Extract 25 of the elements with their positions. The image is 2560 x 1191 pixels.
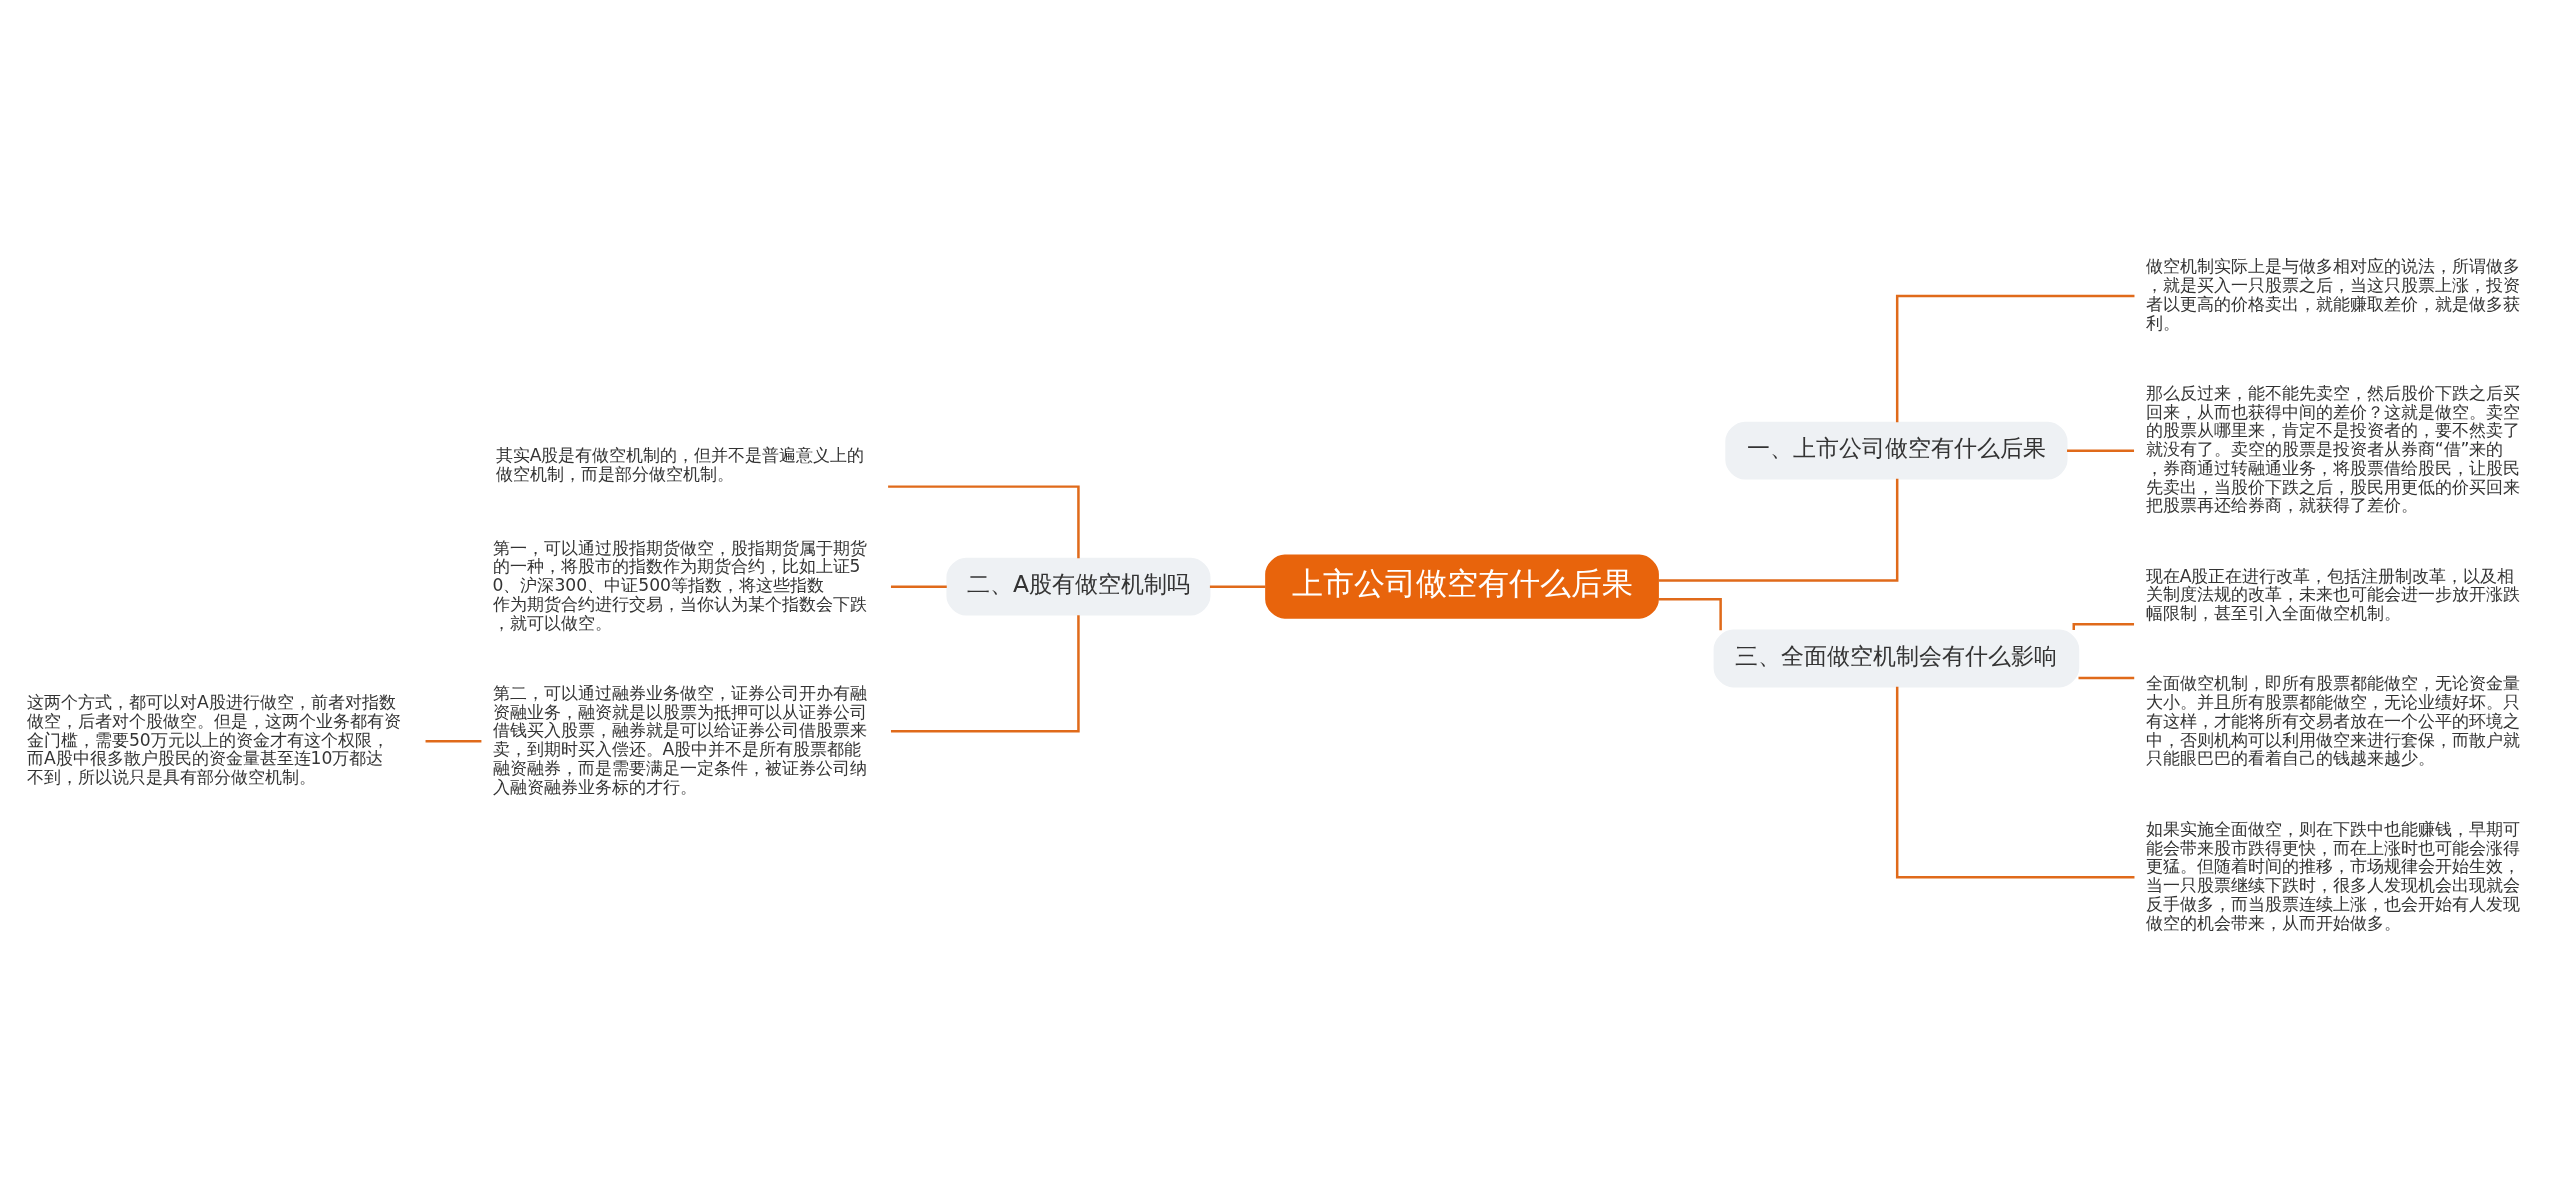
connector bbox=[2078, 676, 2135, 679]
node-box: 上市公司做空有什么后果 bbox=[1265, 554, 1659, 619]
connector bbox=[1658, 597, 1722, 630]
node-text: 那么反过来，能不能先卖空，然后股价下跌之后买回来，从而也获得中间的差价？这就是做空。卖空的股票从哪里来，肯定不是投资者的，要不然卖了就没有了。卖空的股票是投资者从券商“借”来的，券商通过转融通业务，将股票借给股民，让股民先卖出，当股价下跌之后，股民用更低的价买回来把股票再还给券商，就获得了差价。 bbox=[2145, 382, 2520, 515]
node-box: 一、上市公司做空有什么后果 bbox=[1725, 421, 2068, 480]
connector bbox=[1209, 584, 1266, 588]
node-text: 全面做空机制，即所有股票都能做空，无论资金量大小。并且所有股票都能做空，无论业绩好坏。只有这样，才能将所有交易者放在一个公平的环境之中，否则机构可以利用做空来进行套保，而散户就只能眼巴巴的看着自己的钱越来越少。 bbox=[2145, 672, 2520, 768]
connector bbox=[2067, 448, 2135, 452]
connector bbox=[1895, 686, 2135, 878]
connector bbox=[888, 484, 1080, 558]
node-box: 三、全面做空机制会有什么影响 bbox=[1713, 629, 2080, 687]
node-text: 现在A股正在进行改革，包括注册制改革，以及相关制度法规的改革，未来也可能会进一步放开涨跌幅限制，甚至引入全面做空机制。 bbox=[2145, 565, 2520, 623]
node-text: 做空机制实际上是与做多相对应的说法，所谓做多，就是买入一只股票之后，当这只股票上涨，投资者以更高的价格卖出，就能赚取差价，就是做多获利。 bbox=[2145, 255, 2520, 332]
connector bbox=[2072, 622, 2135, 630]
node-text: 第一，可以通过股指期货做空，股指期货属于期货的一种，将股市的指数作为期货合约，比如上证50、沪深300、中证500等指数，将这些指数作为期货合约进行交易，当你认为某个指数会下跌，就可以做空。 bbox=[492, 537, 867, 632]
node-text: 其实A股是有做空机制的，但并不是普遍意义上的做空机制，而是部分做空机制。 bbox=[495, 444, 865, 484]
connector bbox=[1895, 294, 2135, 422]
connector bbox=[1658, 478, 1899, 582]
connector bbox=[890, 614, 1080, 732]
node-box: 二、A股有做空机制吗 bbox=[946, 557, 1211, 616]
connector bbox=[425, 739, 482, 743]
node-text: 这两个方式，都可以对A股进行做空，前者对指数做空，后者对个股做空。但是，这两个业务都有资金门槛，需要50万元以上的资金才有这个权限，而A股中很多散户股民的资金量甚至连10万都达不到，所以说只是具有部分做空机制。 bbox=[26, 691, 401, 787]
node-text: 第二，可以通过融券业务做空，证券公司开办有融资融业务，融资就是以股票为抵押可以从证券公司借钱买入股票，融券就是可以给证券公司借股票来卖，到期时买入偿还。A股中并不是所有股票都能融资融券，而是需要满足一定条件，被证券公司纳入融资融券业务标的才行。 bbox=[492, 682, 867, 797]
node-text: 如果实施全面做空，则在下跌中也能赚钱，早期可能会带来股市跌得更快，而在上涨时也可能会涨得更猛。但随着时间的推移，市场规律会开始生效，当一只股票继续下跌时，很多人发现机会出现就会反手做多，而当股票连续上涨，也会开始有人发现做空的机会带来，从而开始做多。 bbox=[2145, 818, 2520, 932]
connector bbox=[890, 584, 947, 588]
